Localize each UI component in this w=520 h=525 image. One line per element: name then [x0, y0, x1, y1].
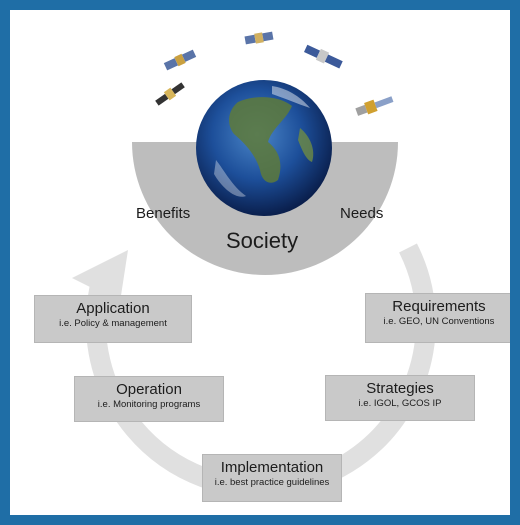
- earth-globe-icon: [196, 80, 332, 216]
- satellite-icon: [155, 82, 185, 106]
- stage-subtitle: i.e. GEO, UN Conventions: [383, 316, 495, 327]
- cycle-arrowhead: [72, 250, 128, 302]
- satellite-icon: [163, 49, 197, 71]
- diagram-canvas: Benefits Needs Society Requirements i.e.…: [10, 10, 510, 515]
- stage-title: Application: [76, 300, 150, 317]
- stage-strategies: Strategies i.e. IGOL, GCOS IP: [325, 375, 475, 421]
- stage-application: Application i.e. Policy & management: [34, 295, 192, 343]
- satellite-icon: [355, 96, 394, 116]
- stage-subtitle: i.e. IGOL, GCOS IP: [358, 398, 442, 409]
- stage-implementation: Implementation i.e. best practice guidel…: [202, 454, 342, 502]
- stage-subtitle: i.e. Policy & management: [59, 318, 167, 329]
- stage-subtitle: i.e. Monitoring programs: [97, 399, 201, 410]
- cycle-diagram: [72, 31, 436, 498]
- satellite-icon: [303, 44, 343, 69]
- stage-title: Requirements: [392, 298, 486, 315]
- stage-subtitle: i.e. best practice guidelines: [214, 477, 330, 488]
- stage-operation: Operation i.e. Monitoring programs: [74, 376, 224, 422]
- benefits-label: Benefits: [136, 205, 191, 222]
- needs-label: Needs: [340, 205, 384, 222]
- stage-title: Operation: [116, 381, 182, 398]
- stage-title: Strategies: [366, 380, 434, 397]
- satellite-icon: [244, 31, 274, 45]
- stage-title: Implementation: [220, 459, 324, 476]
- cycle-arc: [72, 243, 436, 498]
- society-label: Society: [226, 228, 299, 253]
- stage-requirements: Requirements i.e. GEO, UN Conventions: [365, 293, 510, 343]
